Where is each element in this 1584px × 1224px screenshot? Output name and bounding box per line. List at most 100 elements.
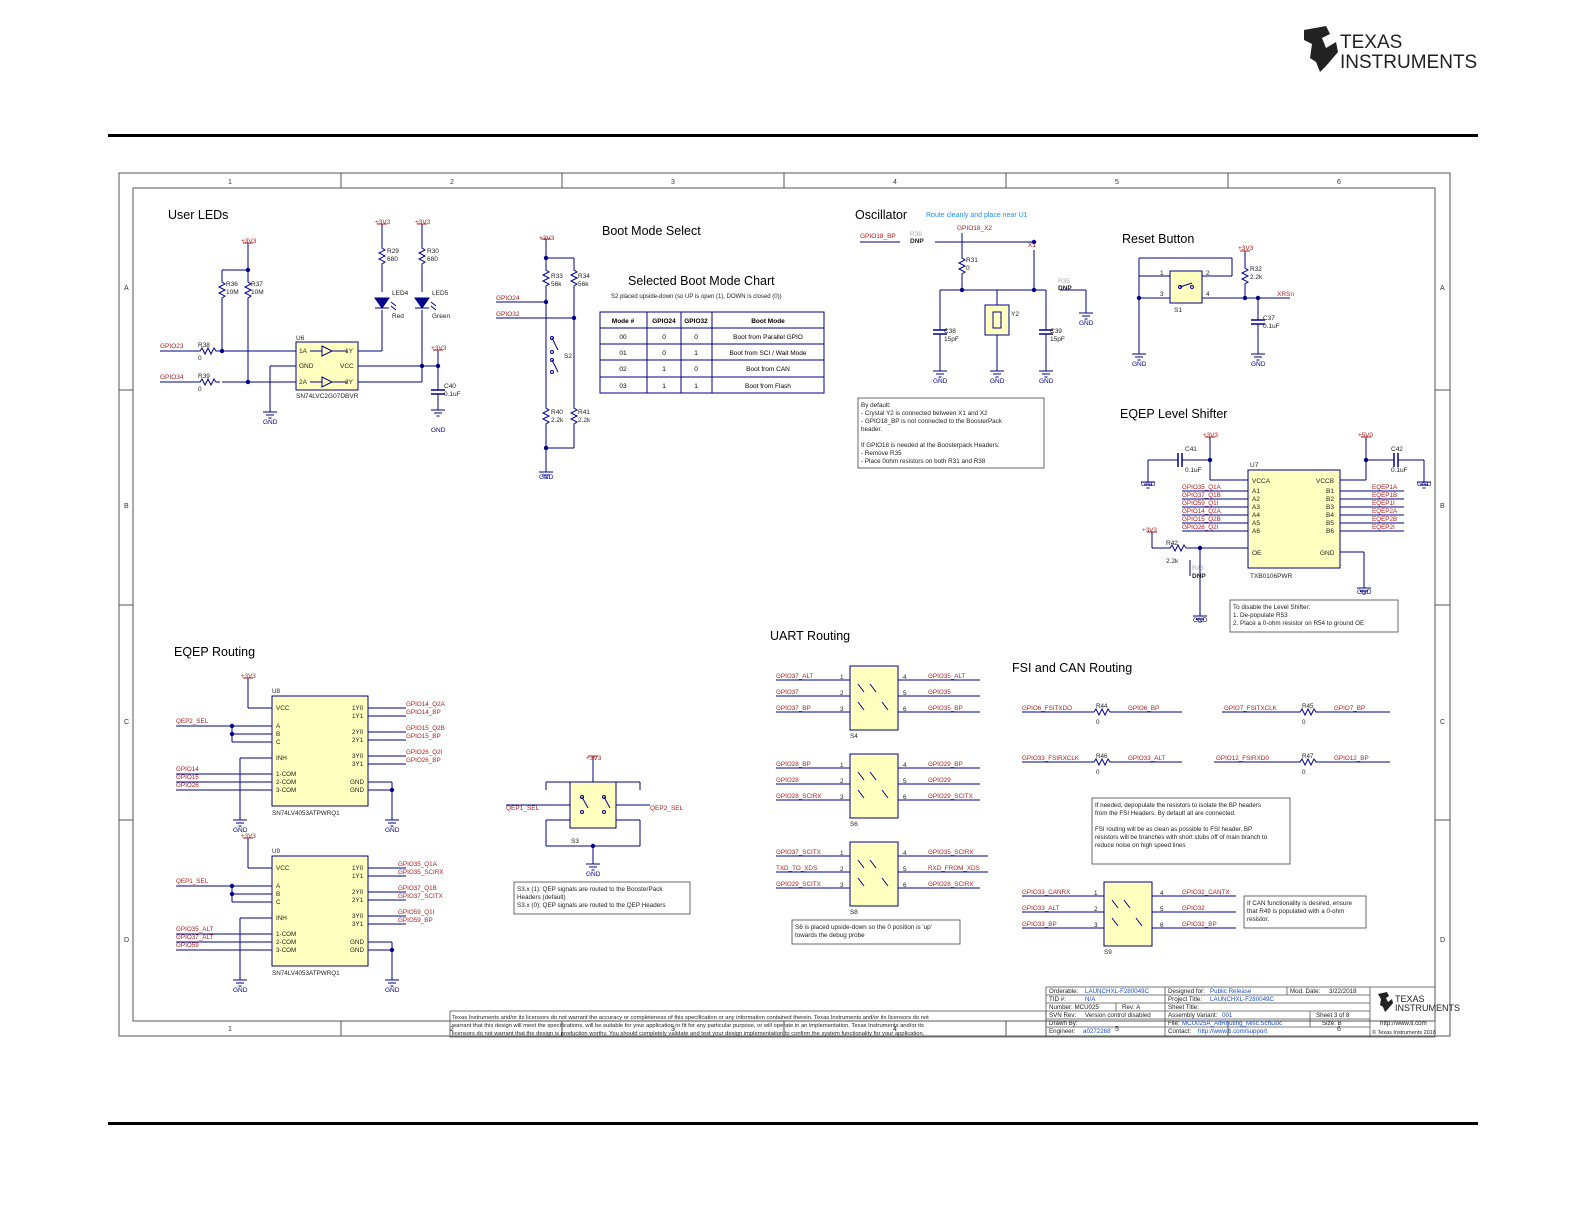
u9-pin: GND <box>350 947 364 954</box>
boot-cell: 0 <box>694 334 698 341</box>
uart-net: GPIO28_SCIRX <box>776 793 822 800</box>
tb-sheet-title: Sheet Title: <box>1168 1004 1199 1011</box>
tb-assembly: Assembly Variant: <box>1168 1012 1218 1019</box>
u8-out-net: GPIO15_BP <box>406 733 441 740</box>
svg-text:S6 is placed upside-down so th: S6 is placed upside-down so the 0 positi… <box>795 924 932 931</box>
gnd-label: GND <box>539 474 554 481</box>
fsi-net: GPIO6_BP <box>1128 705 1159 712</box>
col-label-4b: 4 <box>893 1026 897 1033</box>
u6-pin-2y: 2Y <box>345 379 354 386</box>
u7-pin-vcca: VCCA <box>1252 478 1271 485</box>
uart-net: GPIO37 <box>776 689 799 696</box>
s6-note-box <box>791 919 961 945</box>
s6-ref: S6 <box>850 821 858 828</box>
u7-part: TXB0106PWR <box>1250 573 1293 580</box>
r30-ref: R30 <box>427 248 439 255</box>
reset-title: Reset Button <box>1122 232 1194 246</box>
tb-designed: Designed for: <box>1168 988 1205 995</box>
tb-mod-val: 3/22/2018 <box>1329 988 1357 995</box>
u8-ref: U8 <box>272 688 281 695</box>
u8-pin: INH <box>276 755 287 762</box>
can-net: GPIO32_BP <box>1182 921 1217 928</box>
top-rule <box>108 134 1478 137</box>
r38x-ref: R38 <box>910 231 922 238</box>
u9-in-net: GPIO59 <box>176 942 199 949</box>
u8-out-net: GPIO14_Q2A <box>406 701 446 708</box>
uart-net: GPIO35 <box>928 689 951 696</box>
u9-out-net: GPIO59_BP <box>398 917 433 924</box>
u8-pin: 3-COM <box>276 787 296 794</box>
uart-net: GPIO35_SCIRX <box>928 849 974 856</box>
row-label-c: C <box>124 719 129 726</box>
tb-tid: TID #: <box>1049 996 1066 1003</box>
u9-out-net: GPIO37_Q1B <box>398 885 437 892</box>
r40-ref: R40 <box>551 409 563 416</box>
r39-ref: R39 <box>198 373 210 380</box>
s-pin: 3 <box>840 794 844 801</box>
gnd-label: GND <box>263 419 278 426</box>
shifter-out-net: EQEP2A <box>1372 508 1398 515</box>
col-label-5b: 5 <box>1115 1026 1119 1033</box>
u7-pin-gnd: GND <box>1320 550 1335 557</box>
u9-pin: B <box>276 891 280 898</box>
boot-cell: 02 <box>619 366 627 373</box>
s8-ref: S8 <box>850 909 858 916</box>
tb-rev: Rev: A <box>1122 1004 1141 1011</box>
dnp-label: DNP <box>910 238 924 245</box>
row-label-d2: D <box>1440 937 1445 944</box>
r34-ref: R34 <box>578 273 590 280</box>
s-pin: 3 <box>1094 922 1098 929</box>
boot-cell: 0 <box>662 350 666 357</box>
shifter-in-net: GPIO37_Q1B <box>1182 492 1221 499</box>
net-qep1-sel-s3: QEP1_SEL <box>506 805 540 812</box>
tb-file: File: <box>1168 1020 1180 1027</box>
gnd-label: GND <box>1141 481 1156 488</box>
s2-ref: S2 <box>564 353 572 360</box>
svg-text:If CAN functionality is desire: If CAN functionality is desired, ensure <box>1247 900 1352 907</box>
svg-text:- GPIO18_BP is not connected t: - GPIO18_BP is not connected to the Boos… <box>861 418 1003 425</box>
u7-pin: B5 <box>1326 520 1334 527</box>
net-qep2-sel-s3: QEP2_SEL <box>650 805 684 812</box>
c41-ref: C41 <box>1185 446 1197 453</box>
shifter-note: To disable the Level Shifter:1. De-popul… <box>1233 604 1364 627</box>
row-label-b: B <box>124 503 129 510</box>
led4-color: Red <box>392 313 404 320</box>
u9-pin: 3-COM <box>276 947 296 954</box>
u8-pin: 1Y1 <box>352 713 364 720</box>
gnd-label: GND <box>586 871 601 878</box>
r31-val: 0 <box>966 265 970 272</box>
boot-cell: 0 <box>694 366 698 373</box>
s3-note: S3.x (1): QEP signals are routed to the … <box>517 886 666 909</box>
fsi-note: If needed, depopulate the resistors to i… <box>1095 802 1268 849</box>
col-label-5: 5 <box>1115 179 1119 186</box>
uart-net: GPIO37_BP <box>776 705 811 712</box>
net-gpio32: GPIO32 <box>496 311 520 318</box>
shifter-in-net: GPIO35_Q1A <box>1182 484 1222 491</box>
u9-in-net: GPIO37_ALT <box>176 934 213 941</box>
tb-file-val: MCU025A_AltRouting_Misc.SchDoc <box>1182 1020 1282 1027</box>
u9-out-net: GPIO59_Q1I <box>398 909 435 916</box>
tb-drawn: Drawn By: <box>1049 1020 1078 1027</box>
u8-in-net: GPIO26 <box>176 782 199 789</box>
svg-text:If GPIO18 is needed at the Boo: If GPIO18 is needed at the Boosterpack H… <box>861 442 1000 449</box>
tb-project: Project Title: <box>1168 996 1202 1003</box>
frame-dividers <box>119 173 1450 1036</box>
net-qep1-sel: QEP1_SEL <box>176 878 209 885</box>
col-label-2: 2 <box>450 179 454 186</box>
col-label-2b: 2 <box>450 1026 454 1033</box>
c39-val: 15pF <box>1050 336 1065 343</box>
boot-chart-subtitle: S2 placed upside-down (so UP is open (1)… <box>611 294 782 300</box>
net-gpio24: GPIO24 <box>496 295 520 302</box>
r32-ref: R32 <box>1250 266 1262 273</box>
u7-pin: B2 <box>1326 496 1334 503</box>
tb-number: Number: MCU025 <box>1049 1004 1099 1011</box>
u6-pin-vcc: VCC <box>340 363 354 370</box>
tb-svn-val: Version control disabled <box>1085 1012 1151 1019</box>
svg-text:2. Place a 0-ohm resistor on R: 2. Place a 0-ohm resistor on R54 to grou… <box>1233 620 1364 627</box>
r39-val: 0 <box>198 386 202 393</box>
can-net: GPIO33_CANRX <box>1022 889 1071 896</box>
r37-val: 10M <box>251 289 264 296</box>
s-pin: 2 <box>840 866 844 873</box>
u8-pin: GND <box>350 779 364 786</box>
s-pin: 4 <box>903 674 907 681</box>
